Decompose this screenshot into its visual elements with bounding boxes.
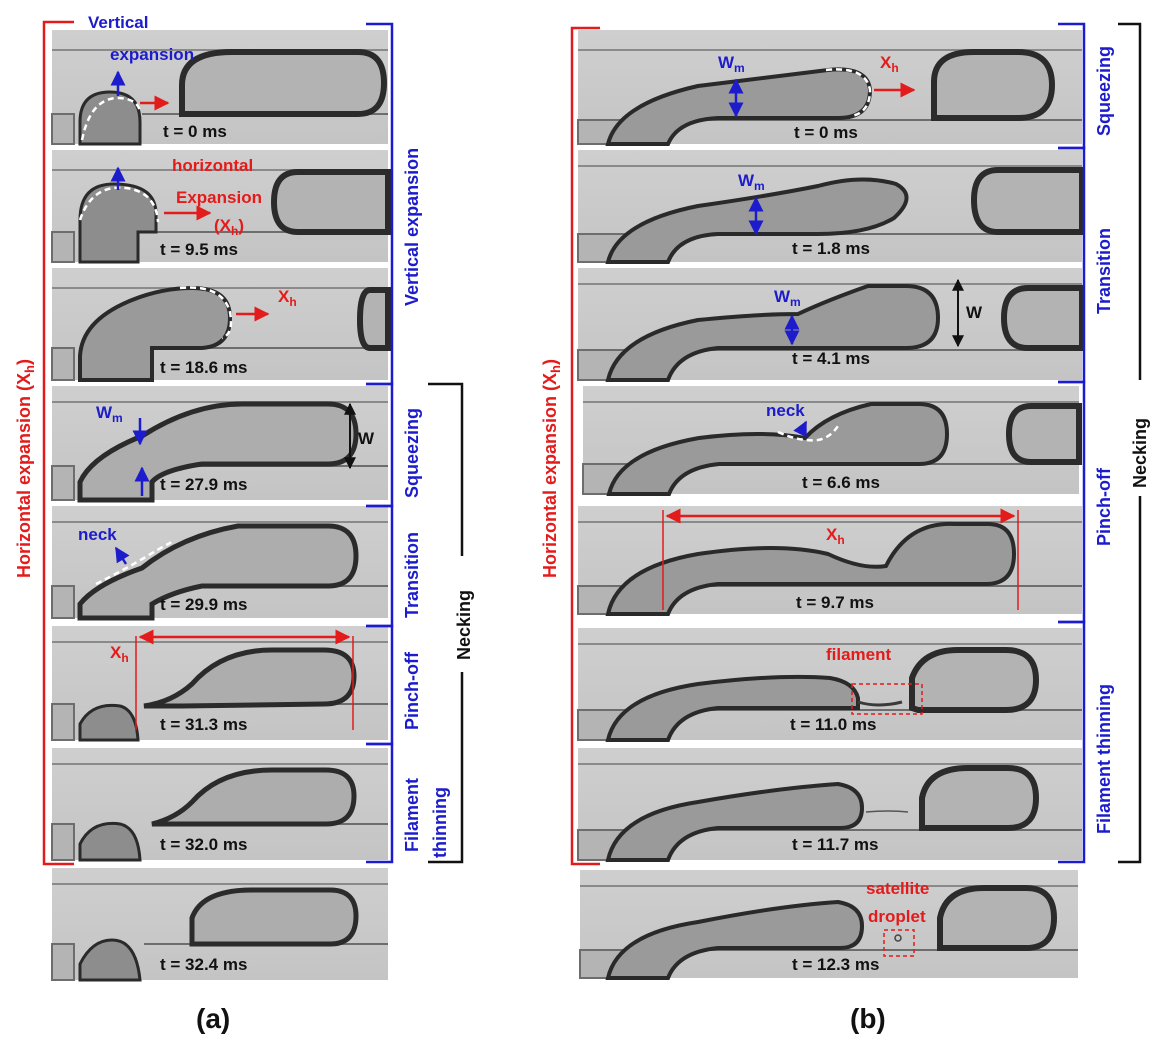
time-label-b5: t = 11.0 ms <box>790 715 876 734</box>
w-label-a3: W <box>358 429 375 448</box>
time-label-b2: t = 4.1 ms <box>792 349 870 368</box>
stage-label-a-transition: Transition <box>402 532 422 618</box>
neck-label-a4: neck <box>78 525 117 544</box>
stage-bracket-a-filament <box>366 742 394 864</box>
time-label-b6: t = 11.7 ms <box>792 835 878 854</box>
w-label-b2: W <box>966 303 983 322</box>
stage-label-b-squeezing: Squeezing <box>1094 46 1114 136</box>
wm-label-b2: Wm <box>774 287 801 309</box>
horizontal-expansion-line2: Expansion <box>176 188 262 207</box>
neck-arrow-a4 <box>114 546 130 565</box>
stage-bracket-b-filament <box>1058 620 1086 864</box>
time-label-a2: t = 18.6 ms <box>160 358 247 377</box>
necking-label-a: Necking <box>454 590 474 660</box>
interface-dashed-a2 <box>179 286 233 340</box>
frame-b5 <box>577 628 1082 742</box>
frame-a7 <box>51 868 388 982</box>
frame-b6 <box>577 748 1082 862</box>
xh-label-a5: Xh <box>110 643 129 665</box>
horizontal-expansion-line1: horizontal <box>172 156 253 175</box>
neck-dashed-b3 <box>777 425 840 442</box>
xh-label-b0: Xh <box>880 53 899 75</box>
frame-a3 <box>51 386 388 503</box>
frame-a5 <box>51 626 388 742</box>
frame-a0 <box>51 30 388 146</box>
horizontal-expansion-line3: (Xh) <box>214 216 244 238</box>
time-label-b4: t = 9.7 ms <box>796 593 874 612</box>
time-label-a1: t = 9.5 ms <box>160 240 238 259</box>
stage-label-a-filament: Filament <box>402 778 422 852</box>
frame-a6 <box>51 748 388 862</box>
panel-a: t = 0 ms t = 9.5 ms t = 18.6 ms t = 27.9… <box>14 13 474 1034</box>
interface-dashed-a1 <box>78 186 160 223</box>
satellite-box-b7 <box>883 929 915 957</box>
vertical-expansion-line1: Vertical <box>88 13 149 32</box>
time-label-a3: t = 27.9 ms <box>160 475 247 494</box>
neck-dashed-a4 <box>95 540 173 586</box>
time-label-b7: t = 12.3 ms <box>792 955 879 974</box>
left-bracket-b <box>570 26 600 866</box>
panel-label-a: (a) <box>196 1003 230 1034</box>
time-label-a5: t = 31.3 ms <box>160 715 247 734</box>
frame-b0 <box>577 30 1082 146</box>
frame-b7 <box>579 870 1078 980</box>
satellite-label-line1: satellite <box>866 879 929 898</box>
interface-dashed-b0 <box>825 68 872 118</box>
frame-b4 <box>577 506 1082 616</box>
neck-label-b3: neck <box>766 401 805 420</box>
time-label-b3: t = 6.6 ms <box>802 473 880 492</box>
stage-label-a-squeezing: Squeezing <box>402 408 422 498</box>
panel-b: t = 0 ms t = 1.8 ms t = 4.1 ms t = 6.6 m… <box>540 22 1152 1034</box>
frame-a1 <box>51 150 391 264</box>
time-label-a6: t = 32.0 ms <box>160 835 247 854</box>
frame-a4 <box>51 506 388 621</box>
vertical-expansion-line2: expansion <box>110 45 194 64</box>
left-bracket-label-b: Horizontal expansion (Xh) <box>540 359 563 578</box>
stage-label-b-filament: Filament thinning <box>1094 684 1114 834</box>
stage-label-a-pinchoff: Pinch-off <box>402 651 422 730</box>
necking-label-b: Necking <box>1130 418 1150 488</box>
left-bracket-a <box>42 20 74 866</box>
neck-arrow-b3 <box>793 420 808 438</box>
filament-box-b5 <box>851 683 923 715</box>
time-label-a0: t = 0 ms <box>163 122 227 141</box>
stage-label-a-thinning: thinning <box>430 787 450 858</box>
stage-label-b-transition: Transition <box>1094 228 1114 314</box>
filament-label-b5: filament <box>826 645 892 664</box>
xh-label-b4: Xh <box>826 525 845 547</box>
panel-label-b: (b) <box>850 1003 886 1034</box>
time-label-b1: t = 1.8 ms <box>792 239 870 258</box>
satellite-label-line2: droplet <box>868 907 926 926</box>
time-label-b0: t = 0 ms <box>794 123 858 142</box>
interface-dashed-a0 <box>80 96 142 141</box>
frame-b3 <box>582 386 1082 496</box>
wm-label-b0: Wm <box>718 53 745 75</box>
left-bracket-label-a: Horizontal expansion (Xh) <box>14 359 37 578</box>
stage-label-a-vertical: Vertical expansion <box>402 148 422 306</box>
stage-label-b-pinchoff: Pinch-off <box>1094 467 1114 546</box>
frame-a2 <box>51 268 391 382</box>
frame-b2 <box>577 268 1085 382</box>
time-label-a7: t = 32.4 ms <box>160 955 247 974</box>
time-label-a4: t = 29.9 ms <box>160 595 247 614</box>
xh-label-a2: Xh <box>278 287 297 309</box>
wm-label-a3: Wm <box>96 403 123 425</box>
wm-label-b1: Wm <box>738 171 765 193</box>
